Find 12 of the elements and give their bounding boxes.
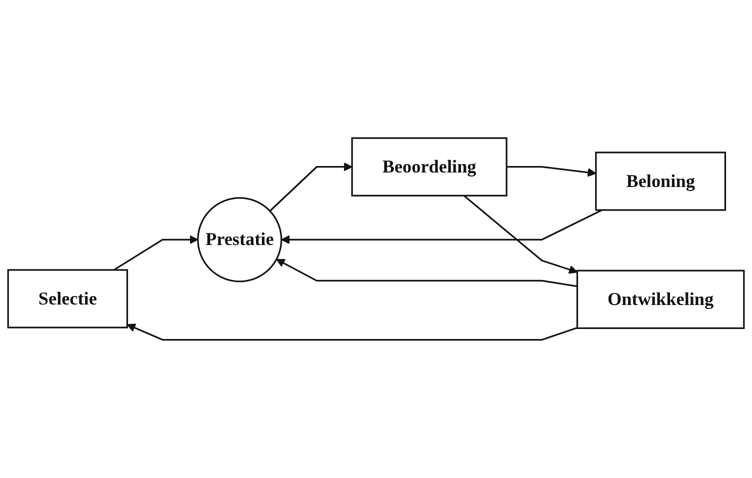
arrow xyxy=(506,166,596,177)
arrow xyxy=(269,162,352,212)
arrow xyxy=(280,209,602,244)
node-circle: Prestatie xyxy=(197,197,282,282)
arrow xyxy=(276,258,578,288)
node-box: Selectie xyxy=(7,269,128,328)
arrow xyxy=(126,324,578,341)
arrow xyxy=(113,235,198,271)
node-box: Beoordeling xyxy=(351,137,508,197)
node-box: Beloning xyxy=(595,152,726,211)
node-box: Ontwikkeling xyxy=(576,270,745,330)
arrow xyxy=(463,195,578,274)
